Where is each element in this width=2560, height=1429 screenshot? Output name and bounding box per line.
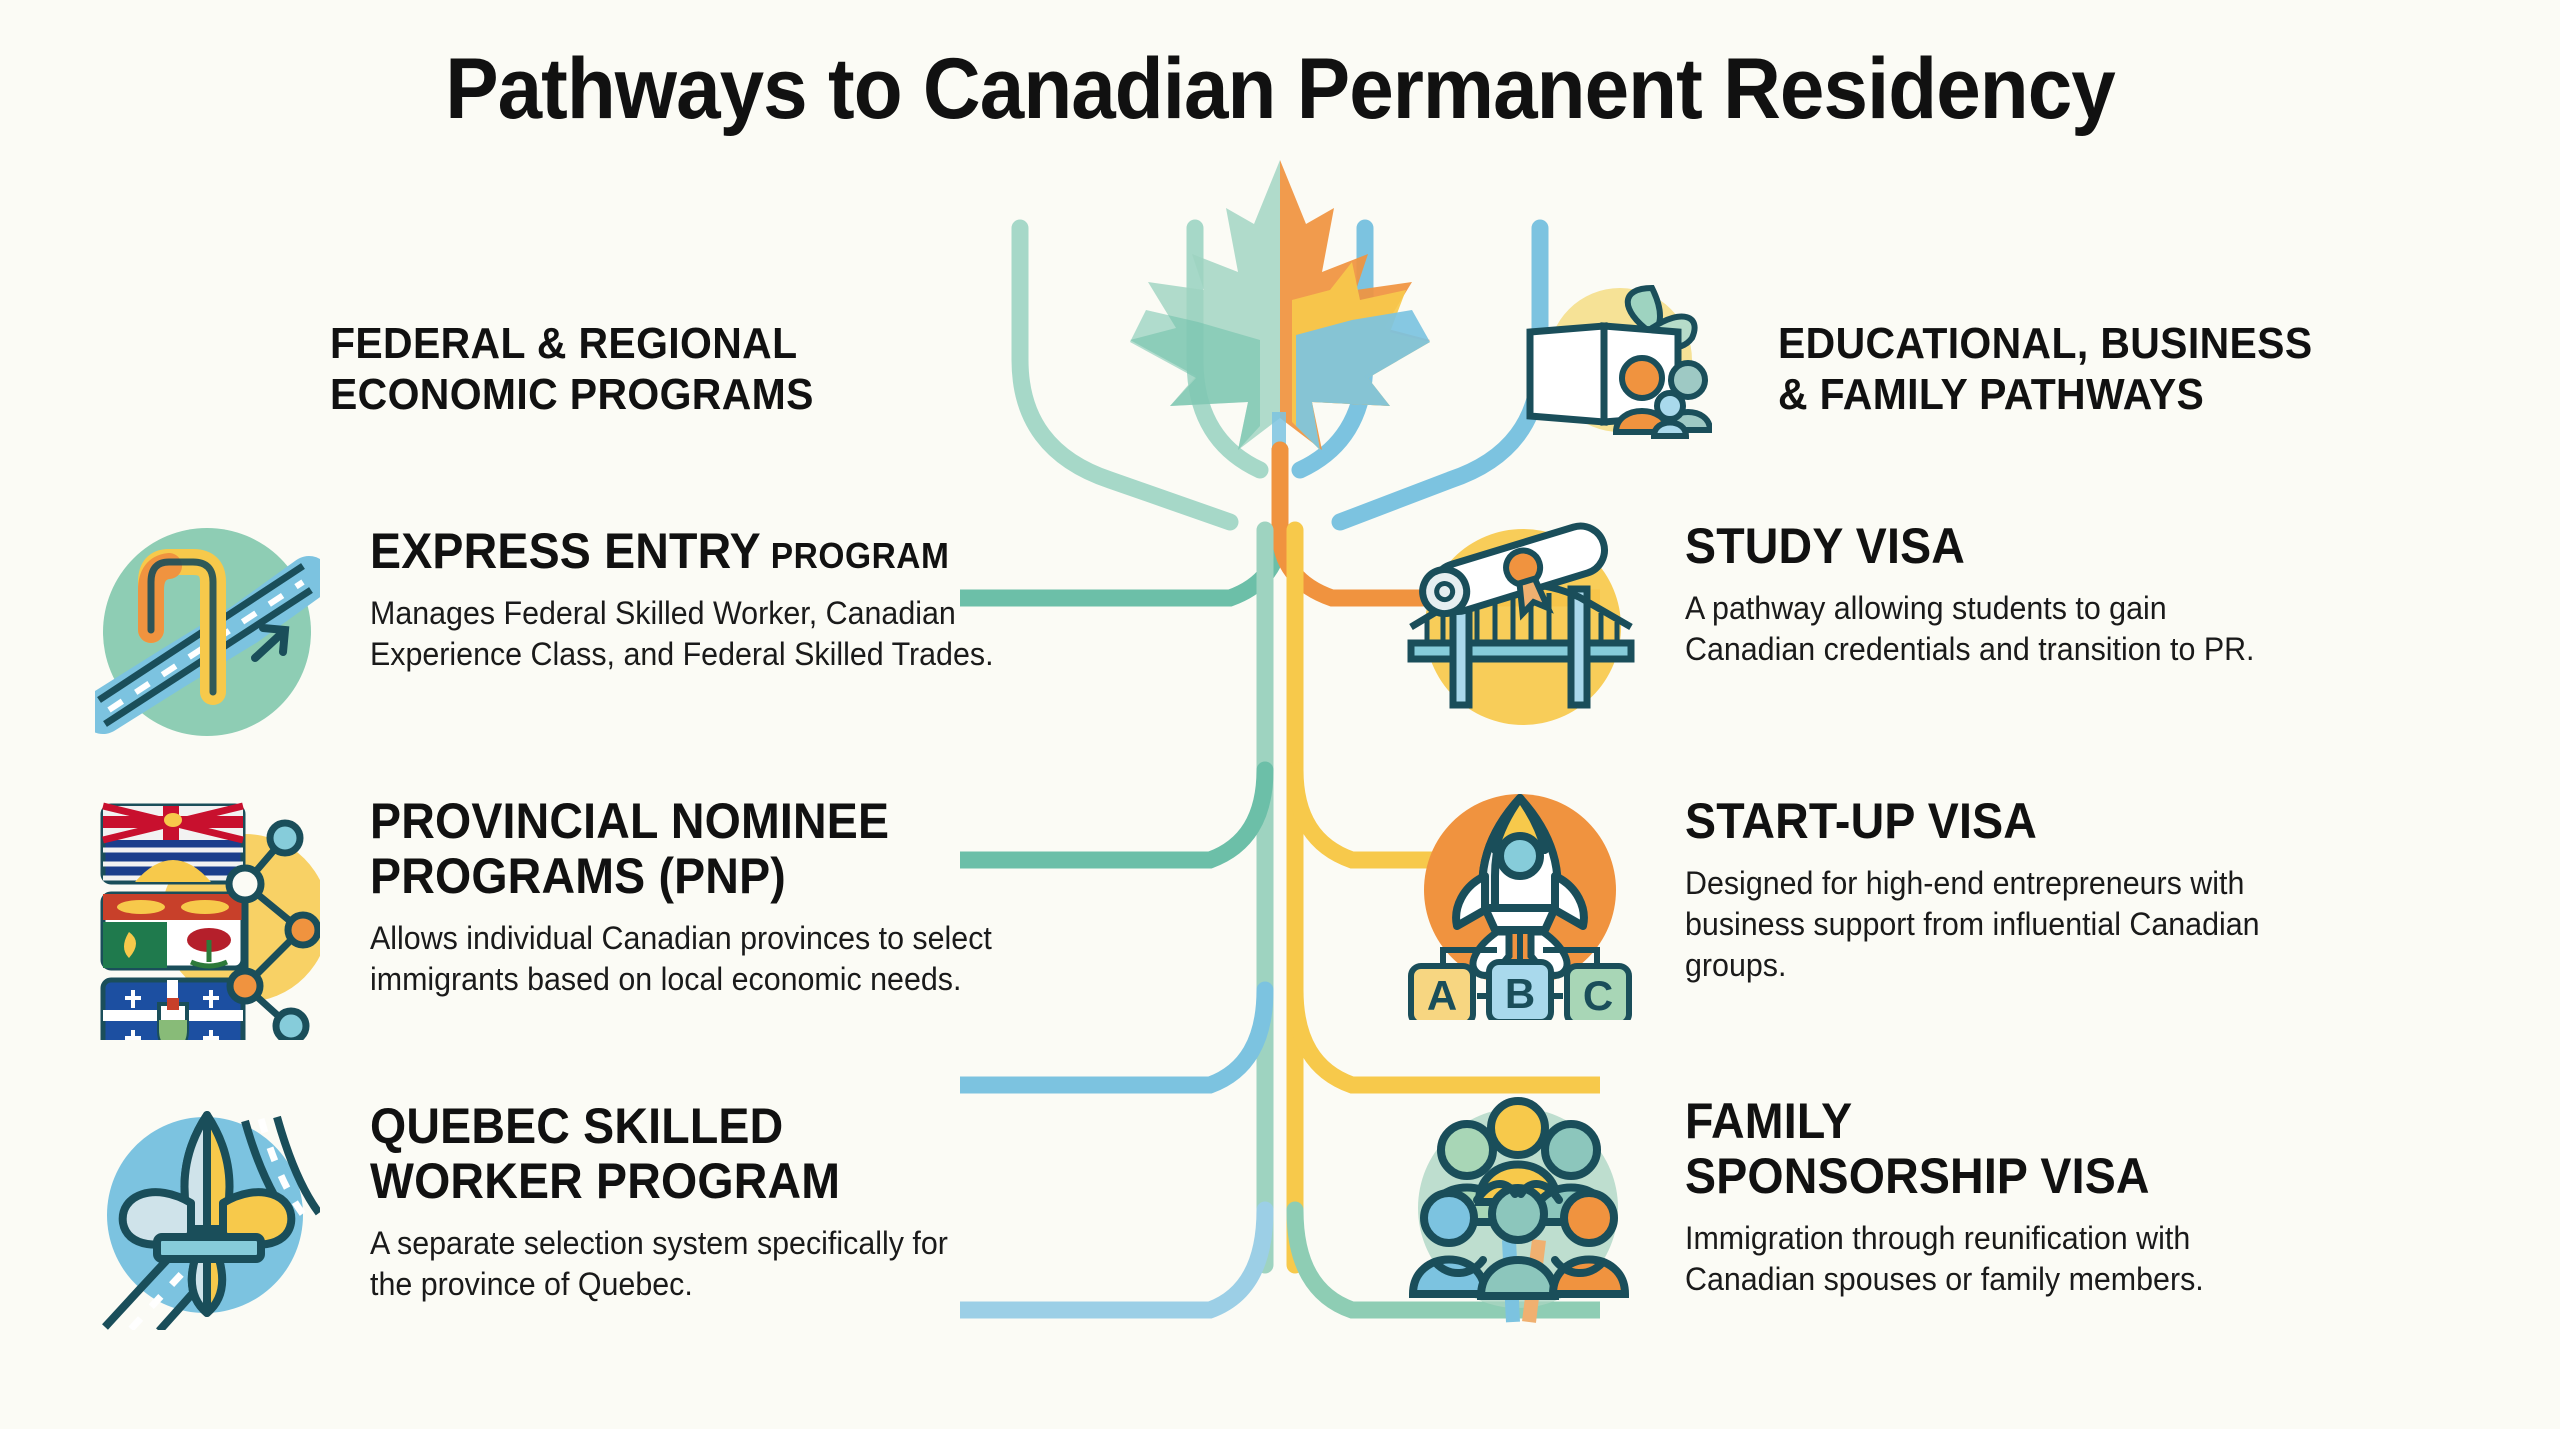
pathway-text-family-sponsorship: FAMILY SPONSORSHIP VISA Immigration thro… (1685, 1094, 2505, 1300)
pathway-description: Allows individual Canadian provinces to … (370, 920, 992, 997)
pathway-title: STUDY VISA (1685, 518, 1966, 574)
pathway-title: EXPRESS ENTRY PROGRAM (370, 523, 950, 579)
pathway-title: START-UP VISA (1685, 793, 2038, 849)
family-tree-people-icon (1405, 1090, 1635, 1323)
provincial-flags-network-icon (95, 790, 329, 1059)
pathway-text-startup-visa: START-UP VISA Designed for high-end entr… (1685, 794, 2505, 986)
rocket-abc-blocks-icon: A B C (1405, 790, 1635, 1027)
section-heading-left: FEDERAL & REGIONAL ECONOMIC PROGRAMS (330, 319, 814, 420)
road-u-turn-arrow-icon (81, 520, 331, 745)
pathway-title: QUEBEC SKILLED WORKER PROGRAM (370, 1098, 841, 1209)
diploma-bridge-icon (1405, 515, 1635, 745)
central-tree-diagram (960, 160, 1600, 1319)
pathway-description: Designed for high-end entrepreneurs with… (1685, 865, 2260, 983)
pathway-text-express-entry: EXPRESS ENTRY PROGRAM Manages Federal Sk… (370, 524, 1200, 675)
pathway-title: FAMILY SPONSORSHIP VISA (1685, 1093, 2150, 1204)
pathway-description: A separate selection system specifically… (370, 1225, 948, 1302)
pathway-description: Immigration through reunification with C… (1685, 1220, 2204, 1297)
pathway-title: PROVINCIAL NOMINEE PROGRAMS (PNP) (370, 793, 890, 904)
pathway-text-quebec: QUEBEC SKILLED WORKER PROGRAM A separate… (370, 1099, 1200, 1305)
open-book-sprout-family-icon (1512, 280, 1714, 450)
fleur-de-lis-road-icon (95, 1095, 323, 1334)
block-letter-a: A (1427, 972, 1457, 1019)
block-letter-c: C (1583, 972, 1613, 1019)
section-heading-right: EDUCATIONAL, BUSINESS & FAMILY PATHWAYS (1778, 319, 2313, 420)
pathway-description: Manages Federal Skilled Worker, Canadian… (370, 595, 994, 672)
pathway-description: A pathway allowing students to gain Cana… (1685, 590, 2255, 667)
maple-leaf-icon (1130, 160, 1430, 532)
pathway-text-study-visa: STUDY VISA A pathway allowing students t… (1685, 519, 2505, 670)
block-letter-b: B (1505, 970, 1535, 1017)
page-title: Pathways to Canadian Permanent Residency (445, 41, 2116, 137)
pathway-text-pnp: PROVINCIAL NOMINEE PROGRAMS (PNP) Allows… (370, 794, 1200, 1000)
